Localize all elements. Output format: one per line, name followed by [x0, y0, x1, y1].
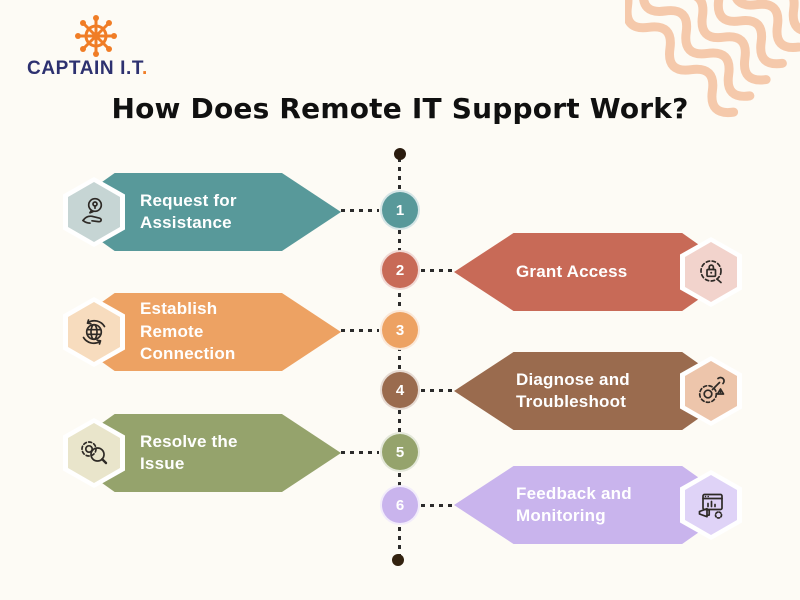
- step-4-banner: Diagnose and Troubleshoot: [454, 352, 702, 430]
- step-5-label: Resolve the Issue: [140, 431, 238, 473]
- step-2-label: Grant Access: [516, 261, 628, 281]
- step-5-number-badge: 5: [380, 432, 420, 472]
- step-3-label: Establish Remote Connection: [140, 299, 236, 364]
- gear-magnifier-icon: [81, 441, 108, 465]
- connector-step-2: [421, 269, 453, 272]
- step-1-icon-badge: [63, 177, 125, 247]
- globe-connection-icon: [82, 319, 106, 345]
- step-1-banner: Request for Assistance: [95, 173, 341, 251]
- step-1-number-badge: 1: [380, 190, 420, 230]
- ship-helm-icon: [75, 15, 117, 57]
- step-6-number-badge: 6: [380, 485, 420, 525]
- step-6-label: Feedback and Monitoring: [516, 483, 632, 525]
- timeline-dotted-line: [398, 158, 401, 558]
- connector-step-5: [341, 451, 379, 454]
- step-6-banner: Feedback and Monitoring: [454, 466, 702, 544]
- step-2-number-badge: 2: [380, 250, 420, 290]
- connector-step-3: [341, 329, 379, 332]
- wavy-lines-decoration: [625, 0, 800, 118]
- brand-name-text: CAPTAIN I.T: [27, 58, 142, 79]
- timeline-start-dot: [394, 148, 406, 160]
- step-3-banner: Establish Remote Connection: [95, 293, 341, 371]
- step-3-number-badge: 3: [380, 310, 420, 350]
- connector-step-1: [341, 209, 379, 212]
- step-2-banner: Grant Access: [454, 233, 702, 311]
- brand-name-dot: .: [141, 58, 148, 79]
- page-title: How Does Remote IT Support Work?: [111, 92, 689, 125]
- lock-gear-icon: [700, 260, 722, 284]
- brand-name: CAPTAIN I.T.: [27, 58, 207, 80]
- timeline-end-dot: [392, 554, 404, 566]
- step-4-number-badge: 4: [380, 370, 420, 410]
- connector-step-4: [421, 389, 453, 392]
- gear-wrench-icon: [698, 376, 725, 404]
- step-5-banner: Resolve the Issue: [95, 414, 341, 492]
- connector-step-6: [421, 504, 453, 507]
- step-1-label: Request for Assistance: [140, 190, 237, 232]
- hand-idea-icon: [82, 197, 103, 224]
- monitor-feedback-icon: [698, 493, 723, 519]
- step-4-label: Diagnose and Troubleshoot: [516, 369, 630, 411]
